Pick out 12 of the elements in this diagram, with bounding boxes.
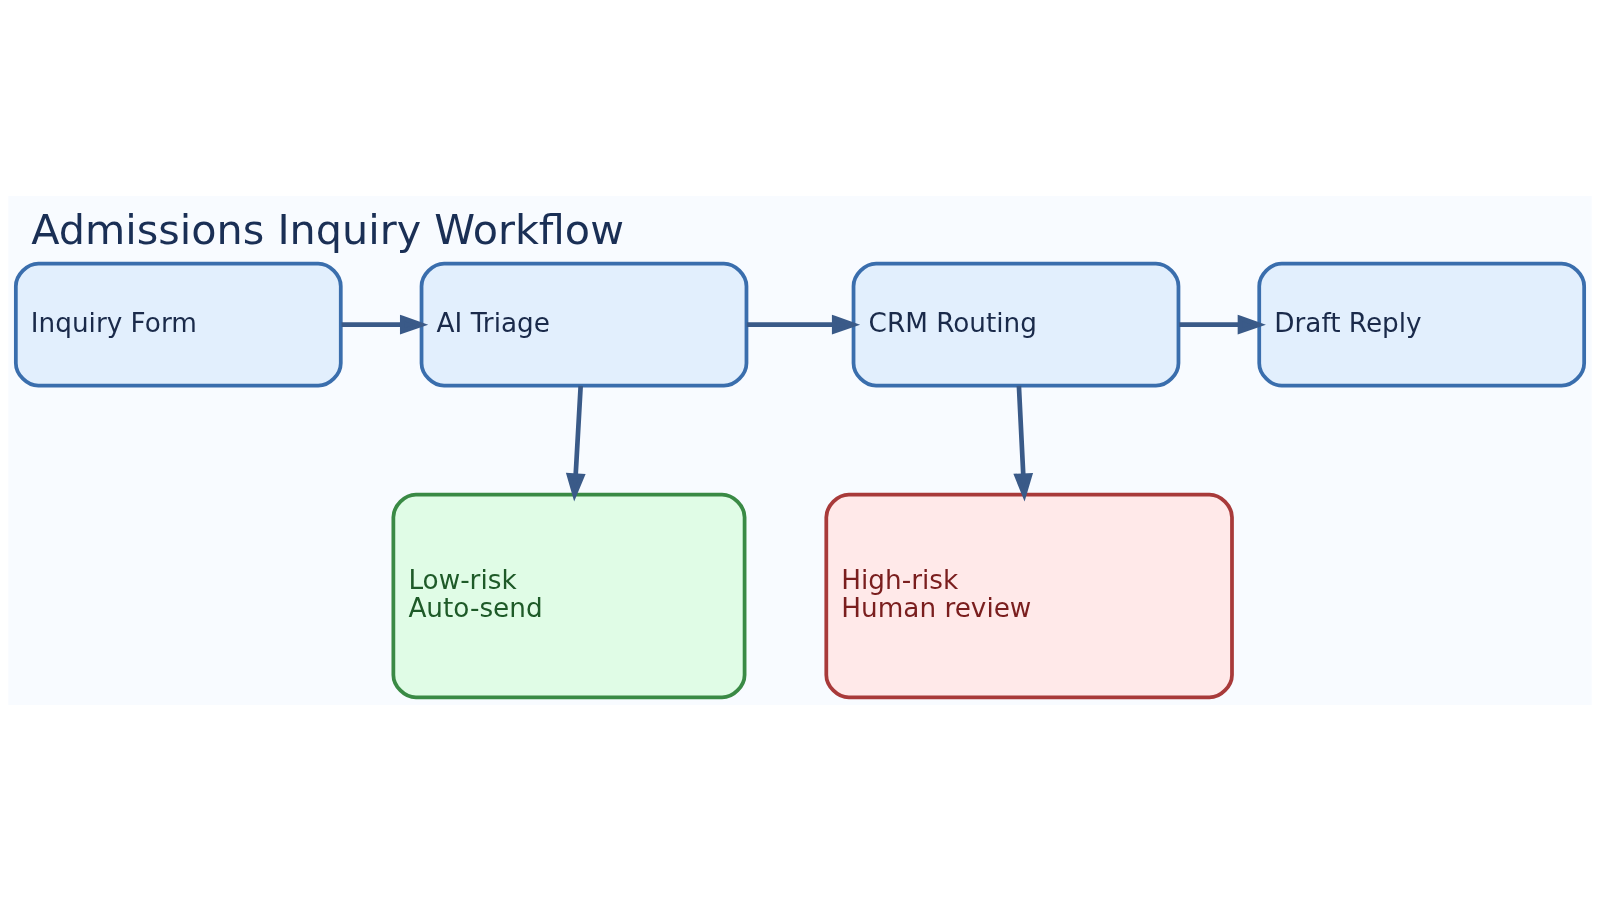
arrow [1179,314,1266,335]
node-box: CRM Routing [851,261,1181,388]
arrow [341,314,429,335]
node-box: Low-risk Auto-send [391,492,747,699]
arrow [746,314,861,335]
arrow [565,385,586,502]
node-box: Draft Reply [1257,261,1587,388]
diagram-title: Admissions Inquiry Workflow [31,205,624,254]
node-box: Inquiry Form [13,261,343,388]
arrow [1013,385,1034,502]
node-box: High-risk Human review [824,492,1234,699]
node-box: AI Triage [419,261,749,388]
